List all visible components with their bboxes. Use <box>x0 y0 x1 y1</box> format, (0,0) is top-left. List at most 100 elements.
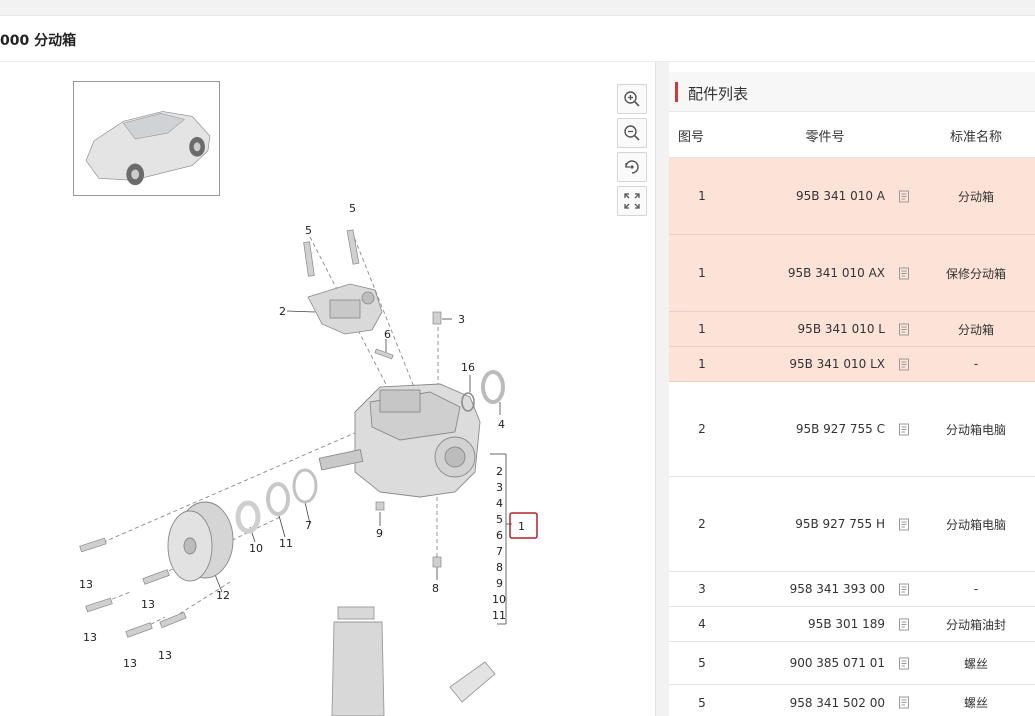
row-fig-no: 1 <box>698 189 706 203</box>
svg-text:4: 4 <box>496 497 503 510</box>
svg-text:2: 2 <box>496 465 503 478</box>
row-fig-no: 1 <box>698 357 706 371</box>
row-std-name: 分动箱 <box>957 189 994 204</box>
copy-icon[interactable] <box>898 323 910 336</box>
table-row[interactable]: 1 95B 341 010 A 分动箱 <box>669 158 1035 235</box>
panel-title: 配件列表 <box>688 85 749 103</box>
panel-divider[interactable] <box>655 62 669 716</box>
coupling-drum <box>167 501 234 582</box>
svg-text:5: 5 <box>305 224 312 237</box>
table-row[interactable]: 1 95B 341 010 LX - <box>669 347 1035 382</box>
diagram-toolbar <box>617 84 647 220</box>
row-fig-no: 1 <box>698 322 706 336</box>
svg-text:5: 5 <box>349 202 356 215</box>
page-title: 000 分动箱 <box>0 33 77 49</box>
row-part-no[interactable]: 95B 927 755 C <box>795 422 885 436</box>
svg-text:7: 7 <box>496 545 503 558</box>
row-part-no[interactable]: 958 341 393 00 <box>789 582 885 596</box>
svg-text:13: 13 <box>79 578 93 591</box>
svg-text:13: 13 <box>123 657 137 670</box>
diagram-area[interactable]: 5 5 2 3 6 16 4 7 11 10 9 8 12 13 13 13 1… <box>0 62 655 716</box>
copy-icon[interactable] <box>898 696 910 709</box>
svg-text:6: 6 <box>384 328 391 341</box>
row-part-no[interactable]: 958 341 502 00 <box>789 695 885 710</box>
row-part-no[interactable]: 95B 341 010 A <box>796 189 885 203</box>
zoom-out-button[interactable] <box>617 118 647 148</box>
row-part-no[interactable]: 95B 927 755 H <box>795 517 885 531</box>
row-std-name: 分动箱 <box>957 322 994 337</box>
copy-icon[interactable] <box>898 190 910 203</box>
zoom-in-icon <box>624 91 640 107</box>
svg-text:13: 13 <box>141 598 155 611</box>
svg-text:11: 11 <box>279 537 293 550</box>
row-part-no[interactable]: 95B 341 010 AX <box>787 266 885 280</box>
copy-icon[interactable] <box>898 267 910 280</box>
col-fig-no[interactable]: 图号 <box>678 129 705 145</box>
title-bar: 000 分动箱 <box>0 16 1035 62</box>
table-row[interactable]: 4 95B 301 189 分动箱油封 <box>669 607 1035 642</box>
col-std-name[interactable]: 标准名称 <box>949 129 1002 145</box>
parts-table: 图号 零件号 标准名称 1 95B 341 010 A 分动箱 1 95B 341 01… <box>669 113 1035 716</box>
col-part-no[interactable]: 零件号 <box>805 129 845 145</box>
svg-text:12: 12 <box>216 589 230 602</box>
svg-text:10: 10 <box>249 542 263 555</box>
svg-text:5: 5 <box>496 513 503 526</box>
accent-bar <box>675 82 678 102</box>
row-std-name: 分动箱电脑 <box>945 422 1006 437</box>
row-fig-no: 5 <box>698 656 706 670</box>
svg-text:13: 13 <box>158 649 172 662</box>
exploded-view-diagram[interactable]: 5 5 2 3 6 16 4 7 11 10 9 8 12 13 13 13 1… <box>0 62 655 716</box>
table-row[interactable]: 1 95B 341 010 L 分动箱 <box>669 312 1035 347</box>
copy-icon[interactable] <box>898 423 910 436</box>
copy-icon[interactable] <box>898 618 910 631</box>
svg-text:3: 3 <box>496 481 503 494</box>
table-row[interactable]: 5 900 385 071 01 螺丝 <box>669 642 1035 685</box>
copy-icon[interactable] <box>898 358 910 371</box>
row-fig-no: 1 <box>698 266 706 280</box>
row-part-no[interactable]: 95B 341 010 LX <box>789 357 885 371</box>
svg-text:13: 13 <box>83 631 97 644</box>
row-fig-no: 5 <box>698 695 706 710</box>
zoom-out-icon <box>624 125 640 141</box>
svg-text:1: 1 <box>518 520 525 533</box>
copy-icon[interactable] <box>898 657 910 670</box>
row-std-name: 螺丝 <box>963 656 988 671</box>
transfer-case-housing <box>318 383 481 498</box>
svg-text:6: 6 <box>496 529 503 542</box>
svg-text:3: 3 <box>458 313 465 326</box>
zoom-in-button[interactable] <box>617 84 647 114</box>
selected-callout-box <box>509 512 538 539</box>
svg-text:7: 7 <box>305 519 312 532</box>
table-row[interactable]: 2 95B 927 755 H 分动箱电脑 <box>669 477 1035 572</box>
svg-text:10: 10 <box>492 593 506 606</box>
svg-text:8: 8 <box>432 582 439 595</box>
panel-header: 配件列表 <box>669 72 1035 112</box>
svg-text:9: 9 <box>496 577 503 590</box>
svg-text:8: 8 <box>496 561 503 574</box>
vehicle-thumbnail[interactable] <box>73 81 220 196</box>
row-std-name: - <box>973 357 979 371</box>
row-part-no[interactable]: 95B 301 189 <box>808 617 885 631</box>
row-fig-no: 3 <box>698 582 706 596</box>
copy-icon[interactable] <box>898 518 910 531</box>
parts-list-panel: 配件列表 图号 零件号 标准名称 1 95B 341 010 A 分动箱 1 95B 3… <box>669 72 1035 716</box>
top-strip <box>0 0 1035 16</box>
row-fig-no: 4 <box>698 617 706 631</box>
copy-icon[interactable] <box>898 583 910 596</box>
row-part-no[interactable]: 95B 341 010 L <box>797 322 885 336</box>
svg-text:16: 16 <box>461 361 475 374</box>
svg-text:9: 9 <box>376 527 383 540</box>
svg-text:11: 11 <box>492 609 506 622</box>
table-header: 图号 零件号 标准名称 <box>669 113 1035 158</box>
row-part-no[interactable]: 900 385 071 01 <box>789 656 885 670</box>
fullscreen-button[interactable] <box>617 186 647 216</box>
row-std-name: 分动箱油封 <box>945 617 1006 632</box>
row-std-name: 分动箱电脑 <box>945 517 1006 532</box>
row-fig-no: 2 <box>698 517 706 531</box>
reset-button[interactable] <box>617 152 647 182</box>
fullscreen-icon <box>624 193 640 209</box>
